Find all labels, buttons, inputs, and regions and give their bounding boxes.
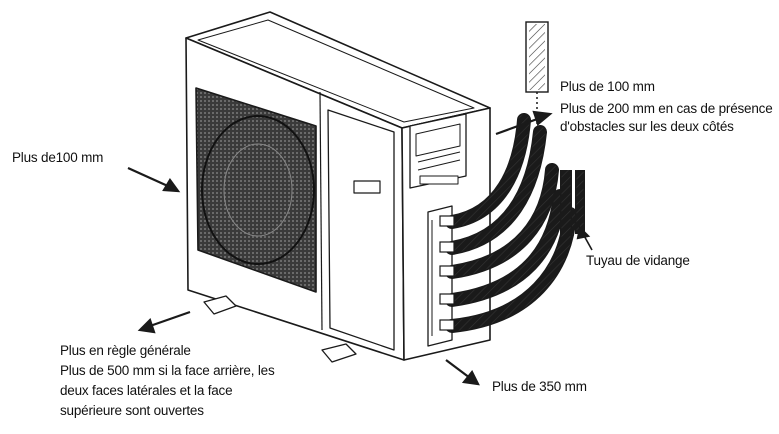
arrow-front (445, 359, 471, 379)
arrow-rear (149, 310, 191, 328)
front-service-panel (327, 109, 395, 351)
fan-grille-frame (195, 87, 317, 293)
nameplate (353, 180, 381, 194)
label-drain-pipe: Tuyau de vidange (586, 253, 690, 268)
label-front-clearance: Plus de 350 mm (492, 379, 587, 394)
unit-foot-right (321, 343, 357, 363)
drain-pipe (560, 170, 585, 240)
label-left-clearance: Plus de100 mm (12, 150, 104, 165)
label-rear-clearance: Plus en règle générale Plus de 500 mm si… (60, 341, 275, 421)
label-top-line2: Plus de 200 mm en cas de présence (560, 101, 773, 116)
clearance-arrows (127, 110, 593, 386)
outdoor-unit (185, 11, 491, 363)
label-top-clearance: Plus de 100 mm Plus de 200 mm en cas de … (560, 78, 773, 136)
label-rear-line2: Plus de 500 mm si la face arrière, les (60, 363, 275, 378)
label-rear-line3: deux faces latérales et la face (60, 383, 233, 398)
arrow-top (495, 116, 541, 136)
arrow-left (127, 166, 171, 189)
label-top-line3: d'obstacles sur les deux côtés (560, 119, 734, 134)
label-rear-line1: Plus en règle générale (60, 343, 191, 358)
fan-grille-circle (201, 115, 315, 265)
rising-pipe (525, 21, 549, 126)
unit-foot-left (203, 295, 237, 315)
label-rear-line4: supérieure sont ouvertes (60, 403, 204, 418)
label-top-line1: Plus de 100 mm (560, 79, 655, 94)
